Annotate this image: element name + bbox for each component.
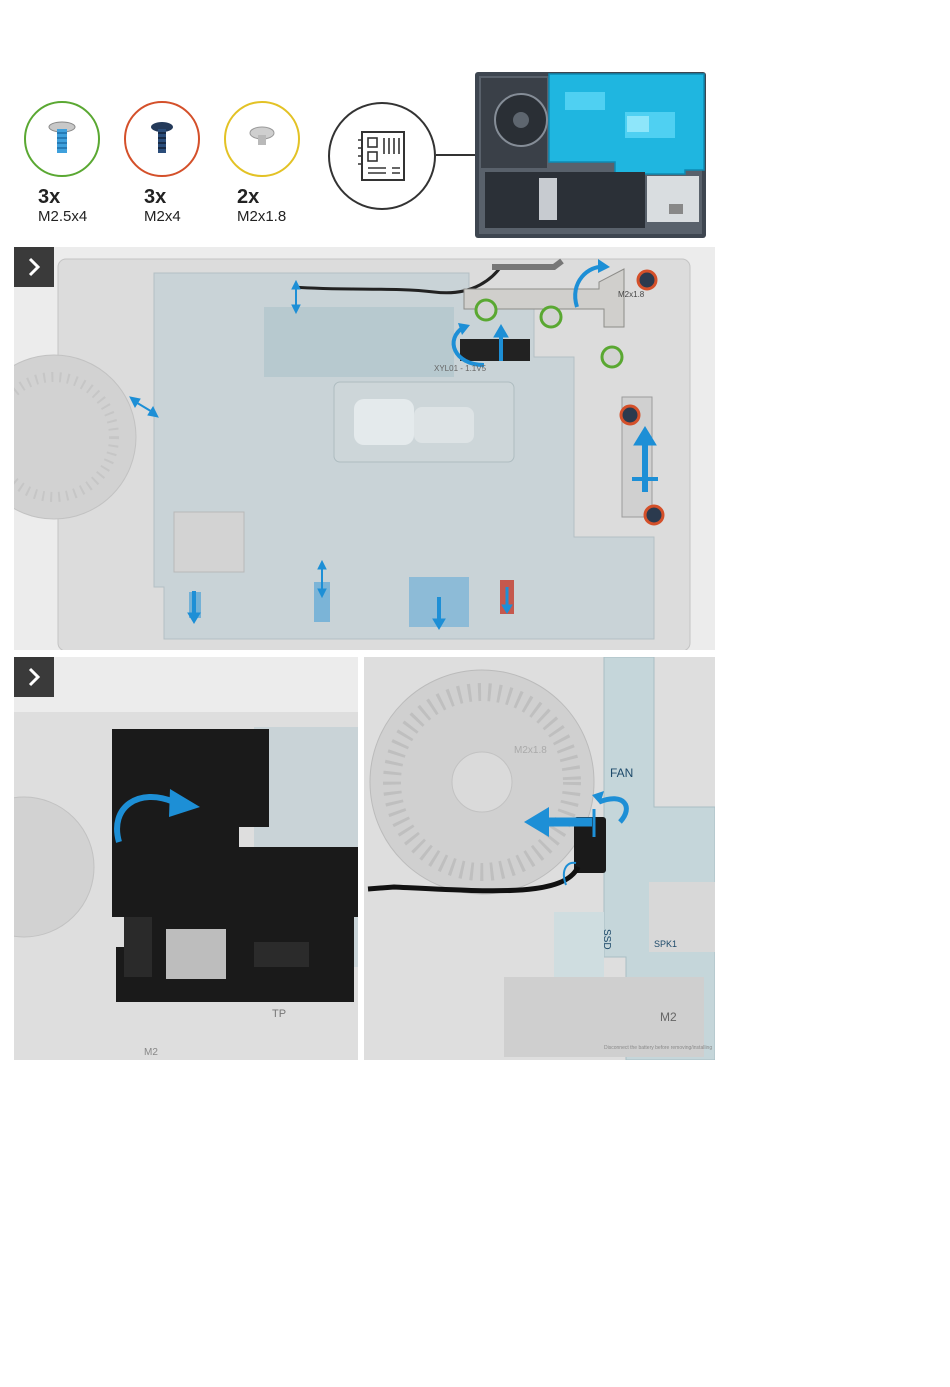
fan-cable-illustration: FAN SSD SPK1 M2 M2x1.8 Disconnect the ba… <box>364 657 715 1060</box>
screw-size-1: M2.5x4 <box>38 209 87 225</box>
screw-m2x4-icon <box>126 103 198 175</box>
battery-notice: Disconnect the battery before removing/i… <box>604 1045 712 1051</box>
fan-screw-label: M2x1.8 <box>514 745 547 756</box>
system-board-illustration: XYL01 - 1.1V5 M2x1.8 <box>14 247 715 650</box>
mylar-illustration: TP M2 <box>14 657 358 1060</box>
screw-m2x1.8-icon <box>226 103 298 175</box>
screw-ring-m2x1.8 <box>224 101 300 177</box>
fan-label: FAN <box>610 766 633 780</box>
laptop-overview-image <box>475 72 706 238</box>
spk-label: SPK1 <box>654 939 677 949</box>
board-text-2: M2x1.8 <box>618 290 645 299</box>
screw-m2.5x4-icon <box>26 103 98 175</box>
step-3-panel: FAN SSD SPK1 M2 M2x1.8 Disconnect the ba… <box>364 657 715 1060</box>
screw-ring-m2.5x4 <box>24 101 100 177</box>
screw-ring-m2x4 <box>124 101 200 177</box>
tp-label: TP <box>272 1008 286 1020</box>
board-text-1: XYL01 - 1.1V5 <box>434 364 487 373</box>
screw-size-2: M2x4 <box>144 209 181 225</box>
screw-count-2: 3x <box>144 187 166 207</box>
ssd-label: SSD <box>601 929 612 950</box>
m2-label-2: M2 <box>660 1010 677 1024</box>
step-1-panel: XYL01 - 1.1V5 M2x1.8 <box>14 247 715 650</box>
system-board-icon <box>330 104 434 208</box>
component-callout <box>328 102 436 210</box>
screw-size-3: M2x1.8 <box>237 209 286 225</box>
m2-label: M2 <box>144 1047 158 1058</box>
screw-count-1: 3x <box>38 187 60 207</box>
step-2-panel: TP M2 <box>14 657 358 1060</box>
laptop-overview <box>475 72 706 238</box>
screw-count-3: 2x <box>237 187 259 207</box>
